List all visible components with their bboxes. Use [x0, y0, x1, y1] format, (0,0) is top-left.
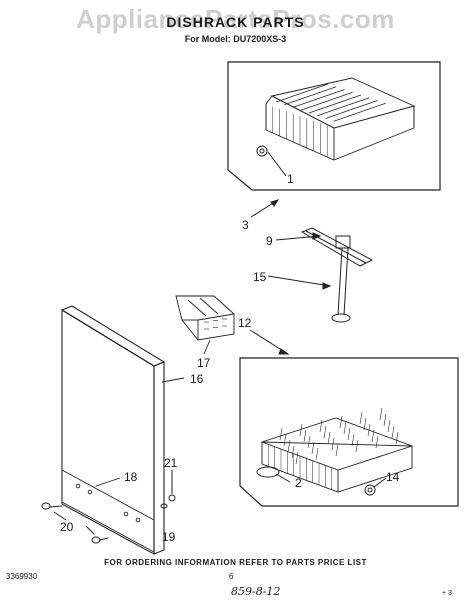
lower-rack-tine	[383, 413, 387, 427]
lower-rack-tine	[387, 419, 391, 433]
upper-rack	[265, 77, 416, 161]
lower-rack-tine	[371, 429, 375, 443]
upper-rack-tine	[325, 100, 378, 119]
lower-rack-tine	[347, 427, 351, 441]
lower-rack-tine	[331, 437, 335, 451]
page-number: 6	[229, 572, 234, 581]
lower-rack-tine	[311, 441, 315, 455]
callout-14: 14	[386, 470, 400, 484]
callout-12: 12	[238, 316, 252, 330]
lower-rack-tine	[351, 433, 355, 447]
upper-rack-tine	[308, 94, 362, 114]
callout-1: 1	[287, 172, 294, 186]
upper-rack-tine	[333, 102, 386, 122]
leader-12	[249, 329, 290, 355]
lower-rack-tine	[279, 427, 283, 441]
fastener-part-19	[160, 503, 168, 524]
upper-rack-tine	[292, 89, 345, 108]
callout-18: 18	[124, 470, 138, 484]
lower-rack-tine	[299, 423, 303, 437]
corner-mark: + 3	[442, 590, 452, 597]
callout-17: 17	[197, 356, 211, 370]
callout-15: 15	[253, 270, 267, 284]
callout-19: 19	[162, 530, 176, 544]
lower-rack-tine	[327, 431, 331, 445]
callout-16: 16	[190, 372, 204, 386]
lower-rack-tine	[307, 435, 311, 449]
upper-rack-tine	[300, 91, 353, 111]
lower-rack-tine	[335, 443, 339, 457]
callout-20: 20	[60, 520, 74, 534]
wheel-part-14	[364, 477, 387, 496]
lower-rack-tine	[315, 447, 319, 461]
fastener-part-21	[168, 470, 176, 502]
lower-rack-tine	[295, 451, 299, 465]
silverware-basket-part-17	[175, 295, 235, 355]
lower-rack	[260, 407, 414, 493]
model-line: For Model: DU7200XS-3	[184, 34, 287, 44]
door-plate-part-18	[61, 469, 155, 553]
upper-rack-tine	[275, 83, 329, 103]
lower-rack-tine	[359, 411, 363, 425]
spray-arm-part-9	[275, 227, 374, 267]
lower-rack-tine	[379, 407, 383, 421]
page-title: DISHRACK PARTS	[166, 14, 305, 30]
ordering-footer: FOR ORDERING INFORMATION REFER TO PARTS …	[104, 558, 367, 567]
lower-rack-tine	[291, 445, 295, 459]
spray-tube-part-15	[267, 247, 351, 323]
screws-part-20	[41, 502, 109, 544]
lower-rack-tine	[339, 415, 343, 429]
lower-rack-tine	[363, 417, 367, 431]
document-number: 3369930	[6, 572, 38, 581]
lower-rack-box	[239, 357, 459, 507]
lower-rack-tine	[355, 439, 359, 453]
callout-21: 21	[164, 456, 178, 470]
lower-rack-tine	[287, 439, 291, 453]
callout-9: 9	[266, 234, 273, 248]
watermark: AppliancePartsPros.com	[76, 4, 395, 34]
lower-rack-tine	[395, 431, 399, 445]
roller-part-2	[256, 466, 291, 483]
handwritten-note: 859-8-12	[231, 585, 281, 598]
callout-3: 3	[242, 218, 249, 232]
lower-rack-tine	[375, 435, 379, 449]
lower-rack-tine	[319, 419, 323, 433]
upper-rack-tine	[284, 86, 337, 106]
lower-rack-tine	[283, 433, 287, 447]
lower-rack-tine	[367, 423, 371, 437]
lower-rack-tine	[323, 425, 327, 439]
upper-rack-tine	[317, 97, 370, 117]
leader-3	[250, 199, 280, 218]
callout-2: 2	[295, 476, 302, 490]
door-panel-part-16	[60, 305, 185, 555]
rack-roller-part-1	[256, 145, 287, 177]
lower-rack-tine	[303, 429, 307, 443]
lower-rack-tine	[343, 421, 347, 435]
upper-rack-box	[227, 61, 441, 191]
lower-rack-tine	[391, 425, 395, 439]
